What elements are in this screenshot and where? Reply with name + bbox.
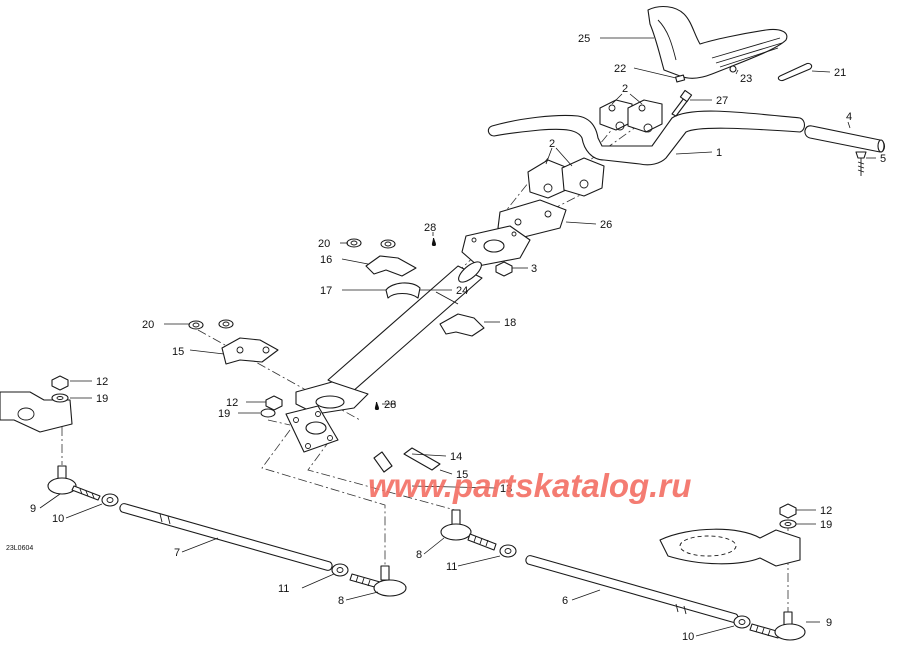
tie-rod-end-part-9b <box>749 611 806 641</box>
washer-part-19c <box>779 519 797 529</box>
nut-part-3 <box>495 261 513 277</box>
callout-2-lower: 2 <box>549 138 555 150</box>
washer-part-19a <box>51 393 69 403</box>
right-mount-bracket-part <box>659 528 801 567</box>
callout-labels: 25 22 23 21 2 27 4 1 5 2 26 28 20 16 3 1… <box>30 33 886 643</box>
callout-8-lower: 8 <box>338 595 344 607</box>
nut-part-12a <box>51 375 69 391</box>
washer-part-20b <box>188 319 234 330</box>
washer-part-20a <box>346 238 396 249</box>
small-bolt-part <box>675 74 686 83</box>
u-bolt-part-16 <box>365 255 417 277</box>
column-lower-plate-part <box>295 381 369 415</box>
nut-part-12c <box>779 503 797 519</box>
bolt-part-27 <box>671 89 693 117</box>
callout-17: 17 <box>320 285 332 297</box>
callout-19-right: 19 <box>820 519 832 531</box>
screw-part-5 <box>855 151 867 176</box>
callout-9-right: 9 <box>826 617 832 629</box>
handlebar-part <box>487 110 806 166</box>
callout-15-lower: 15 <box>456 469 468 481</box>
callout-19-left: 19 <box>96 393 108 405</box>
callout-28-upper: 28 <box>424 222 436 234</box>
tie-rod-part-6 <box>525 555 739 623</box>
callout-24: 24 <box>456 285 468 297</box>
grip-tube-part <box>804 125 886 153</box>
nut-part-23 <box>729 65 737 73</box>
callout-21: 21 <box>834 67 846 79</box>
callout-26: 26 <box>600 219 612 231</box>
callout-27: 27 <box>716 95 728 107</box>
clip-part-21 <box>777 62 813 82</box>
callout-9-left: 9 <box>30 503 36 515</box>
left-mount-bracket-part <box>0 391 73 433</box>
callout-25: 25 <box>578 33 590 45</box>
upper-clamp-part <box>599 99 663 133</box>
callout-4: 4 <box>846 111 852 123</box>
callout-16: 16 <box>320 254 332 266</box>
watermark-text: www.partskatalog.ru <box>368 467 691 504</box>
callout-12-mid: 12 <box>226 397 238 409</box>
callout-28-lower: 28 <box>384 399 396 411</box>
callout-15-upper: 15 <box>172 346 184 358</box>
clamp-part-15a <box>221 337 279 365</box>
jam-nut-part-10b <box>733 615 751 629</box>
callout-7: 7 <box>174 547 180 559</box>
callout-18: 18 <box>504 317 516 329</box>
callout-3: 3 <box>531 263 537 275</box>
callout-20-upper: 20 <box>318 238 330 250</box>
tie-rod-end-part-8a <box>349 565 407 597</box>
lower-clamp-part <box>527 157 605 199</box>
steering-arm-plate-part <box>285 405 339 453</box>
tie-rod-end-part-8b <box>440 509 497 551</box>
saddle-part-17 <box>385 282 421 299</box>
jam-nut-part-11b <box>499 544 517 558</box>
callout-22: 22 <box>614 63 626 75</box>
tie-rod-part-7 <box>119 503 333 571</box>
callout-23: 23 <box>740 73 752 85</box>
callout-8-upper: 8 <box>416 549 422 561</box>
callout-10-left: 10 <box>52 513 64 525</box>
column-top-plate-part <box>461 225 531 267</box>
grease-symbol-icon <box>374 238 437 410</box>
leader-lines <box>39 37 876 637</box>
callout-6: 6 <box>562 595 568 607</box>
callout-20-lower: 20 <box>142 319 154 331</box>
sleeve-part-14 <box>373 447 441 473</box>
callout-5: 5 <box>880 153 886 165</box>
steering-bracket-part <box>497 199 567 239</box>
callout-2-upper: 2 <box>622 83 628 95</box>
jam-nut-part-10a <box>101 493 119 507</box>
clamp-part-18 <box>439 313 485 337</box>
callout-11-upper: 11 <box>446 561 457 573</box>
tie-rod-end-part-9a <box>47 465 101 501</box>
callout-19-mid: 19 <box>218 408 230 420</box>
callout-1: 1 <box>716 147 722 159</box>
callout-13: 13 <box>500 483 512 495</box>
callout-12-left: 12 <box>96 376 108 388</box>
callout-10-right: 10 <box>682 631 694 643</box>
nut-washer-part-12b <box>260 395 283 418</box>
callout-14: 14 <box>450 451 462 463</box>
jam-nut-part-11a <box>331 563 349 577</box>
drawing-code: 23L0604 <box>6 545 33 552</box>
handlebar-pad-part <box>647 5 788 79</box>
callout-11-lower: 11 <box>278 583 289 595</box>
callout-12-right: 12 <box>820 505 832 517</box>
